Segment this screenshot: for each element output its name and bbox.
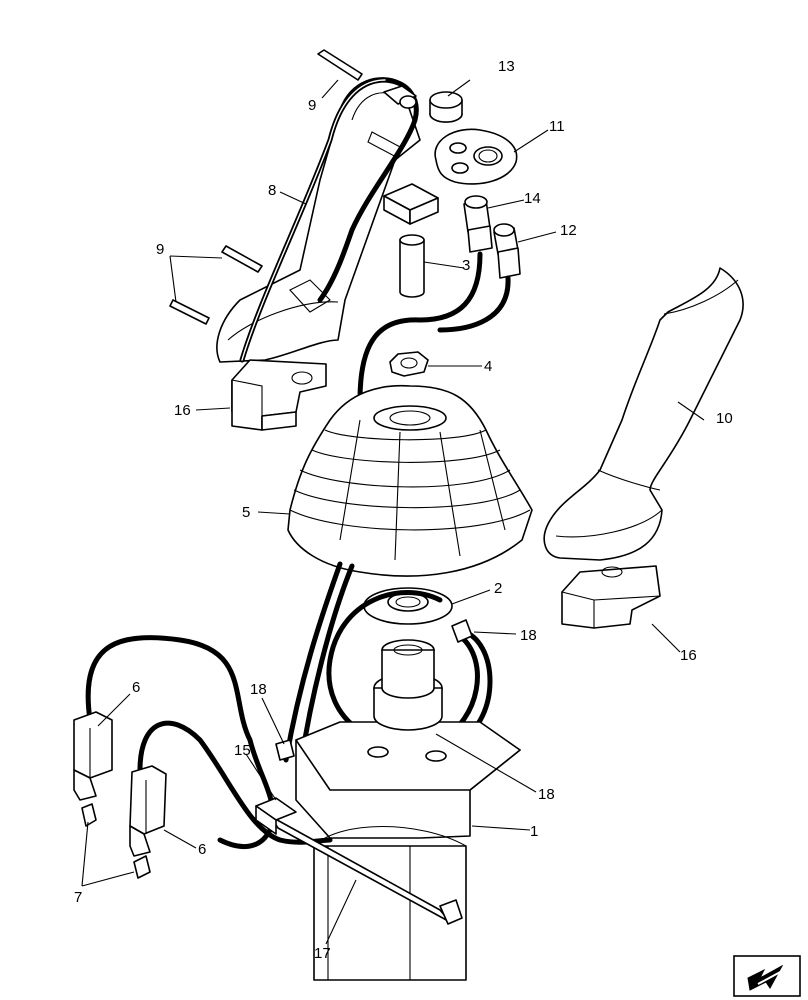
- switch-12: [493, 223, 521, 279]
- callout-13: 13: [498, 58, 515, 75]
- callout-3: 3: [462, 257, 470, 274]
- block-16-right: [561, 565, 661, 629]
- callout-17: 17: [314, 945, 331, 962]
- leader-lines: [81, 79, 705, 945]
- switch-wires: [357, 251, 511, 439]
- callout-9-left: 9: [156, 241, 164, 258]
- connector-6-a: [73, 711, 113, 801]
- callout-18-left: 18: [250, 681, 267, 698]
- callout-18-right: 18: [538, 786, 555, 803]
- callout-14: 14: [524, 190, 541, 207]
- callout-12: 12: [560, 222, 577, 239]
- callout-1: 1: [530, 823, 538, 840]
- bracket-15: [255, 797, 297, 835]
- callout-8: 8: [268, 182, 276, 199]
- callout-18-top: 18: [520, 627, 537, 644]
- pin-9-left: [169, 245, 263, 325]
- boot-5: [287, 384, 533, 577]
- callout-15: 15: [234, 742, 251, 759]
- cap-13: [429, 91, 463, 123]
- switch-plate-11: [434, 128, 518, 185]
- cover-10: [543, 267, 744, 561]
- connector-6-b: [129, 765, 167, 857]
- arrow-icon: [747, 964, 785, 991]
- callout-10: 10: [716, 410, 733, 427]
- callout-6-bottom: 6: [198, 841, 206, 858]
- callout-labels: 9 13 11 8 14 9 12 3 4 10 16 5 2 18 16 6 …: [74, 58, 733, 962]
- block-16-left: [231, 359, 327, 431]
- nav-arrow-box[interactable]: [733, 955, 801, 997]
- clip-18-a: [451, 619, 473, 643]
- pin-9-top: [317, 49, 363, 81]
- handle-half-8: [216, 77, 421, 363]
- callout-9-top: 9: [308, 97, 316, 114]
- base-1: [295, 639, 521, 981]
- shaft-3: [383, 183, 439, 298]
- lock-7-b: [133, 855, 151, 879]
- callout-4: 4: [484, 358, 492, 375]
- callout-2: 2: [494, 580, 502, 597]
- nut-4: [389, 351, 429, 377]
- callout-11: 11: [549, 118, 565, 135]
- lock-7-a: [81, 803, 97, 827]
- clip-18-c: [275, 739, 295, 761]
- callout-16-left: 16: [174, 402, 191, 419]
- handle-bolt: [383, 85, 417, 109]
- callout-7: 7: [74, 889, 82, 906]
- callout-6-top: 6: [132, 679, 140, 696]
- switch-14: [463, 195, 493, 253]
- callout-5: 5: [242, 504, 250, 521]
- callout-16-right: 16: [680, 647, 697, 664]
